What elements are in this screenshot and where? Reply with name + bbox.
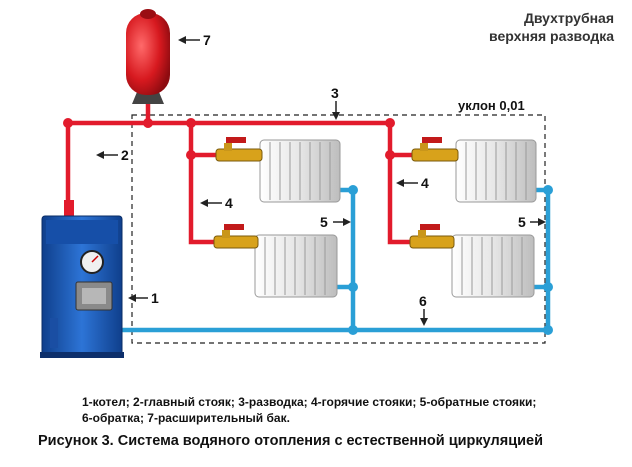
- radiator-top-right: [455, 139, 537, 203]
- legend-line-2: 6-обратка; 7-расширительный бак.: [82, 411, 290, 425]
- label-2: 2: [121, 147, 129, 163]
- valve-icon: [213, 224, 259, 249]
- boiler-icon: [40, 200, 124, 358]
- valve-icon: [409, 224, 455, 249]
- expansion-tank-icon: [126, 9, 170, 104]
- label-5-left: 5: [320, 214, 328, 230]
- valve-icon: [215, 137, 263, 162]
- label-6: 6: [419, 293, 427, 309]
- radiator-bottom-right: [451, 234, 535, 298]
- label-4-right: 4: [421, 175, 429, 191]
- label-3: 3: [331, 85, 339, 101]
- radiator-bottom-left: [254, 234, 338, 298]
- valve-icon: [411, 137, 459, 162]
- title-line-2: верхняя разводка: [489, 28, 614, 44]
- label-7: 7: [203, 32, 211, 48]
- figure-caption: Рисунок 3. Система водяного отопления с …: [38, 433, 544, 449]
- legend: 1-котел; 2-главный стояк; 3-разводка; 4-…: [82, 394, 582, 426]
- return-pipe-joints: [348, 185, 553, 335]
- slope-label: уклон 0,01: [458, 98, 525, 113]
- radiator-top-left: [259, 139, 341, 203]
- slope-boundary: [131, 114, 546, 344]
- arrow-icon: [96, 36, 546, 326]
- legend-line-1: 1-котел; 2-главный стояк; 3-разводка; 4-…: [82, 395, 537, 409]
- label-5-right: 5: [518, 214, 526, 230]
- hot-pipe-joints: [63, 118, 395, 160]
- hot-pipes: [65, 97, 438, 245]
- title-line-1: Двухтрубная: [523, 10, 614, 26]
- label-4-left: 4: [225, 195, 233, 211]
- label-1: 1: [151, 290, 159, 306]
